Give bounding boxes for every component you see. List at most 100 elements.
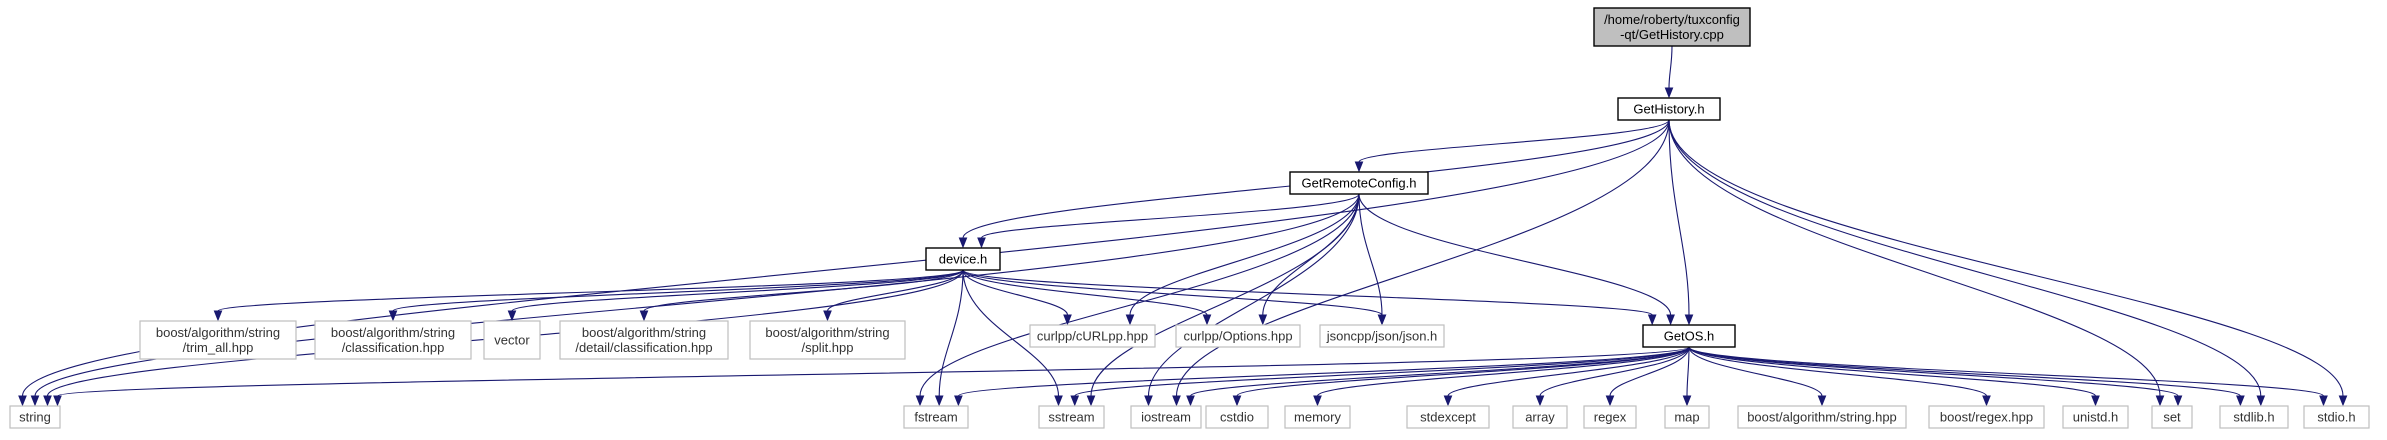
node-box (9, 405, 61, 429)
node-label: GetOS.h (1664, 329, 1715, 344)
node-box (2151, 405, 2193, 429)
node-box (1038, 405, 1105, 429)
system-header-node: boost/algorithm/string/classification.hp… (314, 320, 472, 360)
node-box (1737, 405, 1907, 429)
include-edge (1535, 346, 1690, 407)
include-edge (1313, 346, 1690, 407)
node-label: vector (494, 333, 530, 348)
node-box (1284, 405, 1351, 429)
node-box (483, 320, 541, 360)
include-edge (1070, 346, 1690, 407)
node-box (1319, 324, 1445, 348)
node-box (1583, 405, 1637, 429)
node-label: GetRemoteConfig.h (1302, 176, 1417, 191)
node-box (749, 320, 906, 360)
system-header-node: regex (1583, 405, 1637, 429)
node-label: fstream (914, 410, 957, 425)
node-box (314, 320, 472, 360)
node-label: curlpp/cURLpp.hpp (1037, 329, 1148, 344)
include-edge (1664, 45, 1674, 99)
node-box (2219, 405, 2289, 429)
node-label: /detail/classification.hpp (575, 340, 712, 355)
system-header-node: cstdio (1205, 405, 1269, 429)
include-edge (977, 193, 1360, 249)
header-node[interactable]: GetRemoteConfig.h (1289, 171, 1429, 195)
include-edge (962, 269, 1387, 326)
node-label: GetHistory.h (1633, 102, 1704, 117)
node-label: map (1674, 410, 1699, 425)
node-label: sstream (1048, 410, 1094, 425)
node-box (925, 247, 1001, 271)
include-edge (1443, 346, 1690, 407)
node-box (1289, 171, 1429, 195)
include-edge (962, 269, 1657, 326)
include-edge (507, 269, 964, 322)
system-header-node: curlpp/cURLpp.hpp (1029, 324, 1156, 348)
node-label: cstdio (1220, 410, 1254, 425)
node-box (559, 320, 729, 360)
node-label: memory (1294, 410, 1341, 425)
node-box (1130, 405, 1202, 429)
node-label: jsoncpp/json/json.h (1326, 329, 1438, 344)
include-edge (639, 269, 964, 322)
node-box (1642, 324, 1736, 348)
header-node[interactable]: device.h (925, 247, 1001, 271)
node-label: /trim_all.hpp (183, 340, 254, 355)
system-header-node: curlpp/Options.hpp (1175, 324, 1301, 348)
node-label: iostream (1141, 410, 1191, 425)
system-header-node: memory (1284, 405, 1351, 429)
node-box (1928, 405, 2045, 429)
include-edge (1125, 193, 1360, 326)
include-edge (213, 269, 964, 322)
system-header-node: vector (483, 320, 541, 360)
node-label: -qt/GetHistory.cpp (1620, 27, 1724, 42)
system-header-node: boost/regex.hpp (1928, 405, 2045, 429)
system-header-node: boost/algorithm/string/trim_all.hpp (139, 320, 297, 360)
node-box (1205, 405, 1269, 429)
system-header-node: stdexcept (1406, 405, 1490, 429)
edge-layer (18, 45, 2348, 407)
include-edge (1354, 119, 1670, 173)
include-edge (962, 269, 1212, 326)
system-header-node: unistd.h (2062, 405, 2129, 429)
include-edge (18, 119, 1670, 407)
node-label: stdio.h (2317, 410, 2355, 425)
include-edge (1688, 346, 2328, 407)
node-label: device.h (939, 252, 987, 267)
include-edge (1358, 193, 1675, 326)
system-header-node: boost/algorithm/string/split.hpp (749, 320, 906, 360)
node-label: unistd.h (2073, 410, 2119, 425)
node-label: curlpp/Options.hpp (1183, 329, 1292, 344)
node-label: array (1525, 410, 1555, 425)
node-label: regex (1594, 410, 1627, 425)
include-edge (1668, 119, 2165, 407)
node-label: boost/algorithm/string.hpp (1747, 410, 1897, 425)
node-box (903, 405, 969, 429)
header-node[interactable]: GetHistory.h (1617, 97, 1721, 121)
include-edge (1172, 119, 1670, 407)
header-node[interactable]: GetOS.h (1642, 324, 1736, 348)
system-header-node: map (1664, 405, 1710, 429)
root-file-node[interactable]: /home/roberty/tuxconfig-qt/GetHistory.cp… (1593, 7, 1751, 47)
system-header-node: string (9, 405, 61, 429)
system-header-node: stdlib.h (2219, 405, 2289, 429)
node-box (1664, 405, 1710, 429)
include-edge (53, 346, 1690, 407)
node-label: boost/regex.hpp (1940, 410, 2033, 425)
include-edge (1668, 119, 2266, 407)
include-edge (1605, 346, 1690, 407)
include-edge (1144, 193, 1360, 407)
node-box (139, 320, 297, 360)
node-label: boost/algorithm/string (156, 325, 280, 340)
include-edge (1688, 346, 1827, 407)
node-box (1406, 405, 1490, 429)
system-header-node: jsoncpp/json/json.h (1319, 324, 1445, 348)
node-label: string (19, 410, 51, 425)
include-edge (30, 193, 1360, 407)
node-label: /classification.hpp (342, 340, 445, 355)
include-edge (915, 193, 1360, 407)
system-header-node: iostream (1130, 405, 1202, 429)
include-edge (1232, 346, 1690, 407)
system-header-node: sstream (1038, 405, 1105, 429)
include-edge (1688, 346, 1991, 407)
